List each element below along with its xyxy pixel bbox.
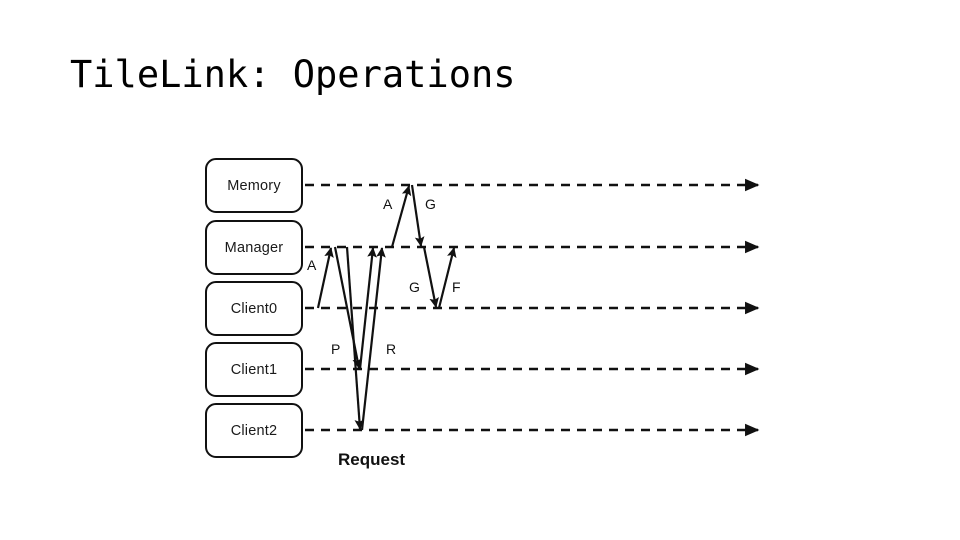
message-label-a-client0-manager: A	[307, 257, 317, 273]
arrow-g-manager-client0	[422, 246, 439, 308]
message-label-r: R	[386, 341, 397, 357]
diagram-caption: Request	[338, 450, 406, 469]
lifeline-box-memory[interactable]: Memory	[205, 158, 303, 213]
lifeline-dashed-lines	[305, 178, 760, 437]
arrow-f-client0-manager	[437, 247, 457, 309]
arrow-r-client1-manager	[358, 247, 377, 370]
arrow-r-client2-manager	[360, 247, 386, 431]
message-arrows	[316, 184, 457, 431]
page-title: TileLink: Operations	[70, 53, 516, 96]
lifeline-box-label: Client2	[230, 422, 278, 439]
lifeline-box-label: Client0	[230, 300, 278, 317]
lifeline-box-label: Memory	[227, 177, 281, 194]
message-label-g-memory-manager: G	[425, 196, 436, 212]
lifeline-box-client1[interactable]: Client1	[205, 342, 303, 397]
arrow-g-memory-manager	[410, 184, 425, 247]
message-label-p: P	[331, 341, 341, 357]
message-label-g-manager-client0: G	[409, 279, 420, 295]
message-label-f-client0-manager: F	[452, 279, 461, 295]
lifeline-box-client2[interactable]: Client2	[205, 403, 303, 458]
lifeline-box-label: Manager	[224, 239, 284, 256]
lifeline-box-label: Client1	[230, 361, 278, 378]
message-label-a-manager-memory: A	[383, 196, 393, 212]
lifeline-box-client0[interactable]: Client0	[205, 281, 303, 336]
arrow-a-client0-manager	[316, 247, 334, 309]
arrow-p-manager-client2	[345, 246, 365, 430]
arrow-a-manager-memory	[390, 185, 412, 248]
lifeline-box-manager[interactable]: Manager	[205, 220, 303, 275]
